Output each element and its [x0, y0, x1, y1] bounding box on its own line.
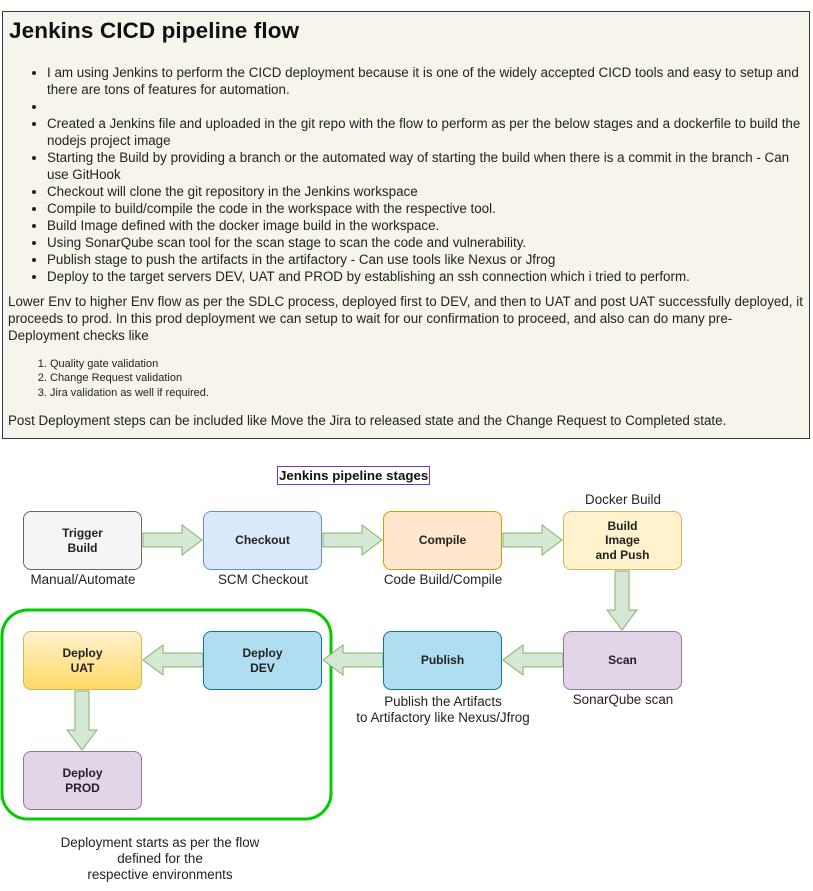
bullet-item: Checkout will clone the git repository i…: [47, 183, 807, 200]
arrow-build-to-scan: [606, 570, 638, 631]
check-item: Jira validation as well if required.: [50, 386, 209, 400]
bullet-item: Compile to build/compile the code in the…: [47, 200, 807, 217]
node-scan: Scan: [563, 631, 682, 690]
bullet-item: Using SonarQube scan tool for the scan s…: [47, 234, 807, 251]
checks-list: Quality gate validation Change Request v…: [50, 357, 209, 400]
check-item: Quality gate validation: [50, 357, 209, 371]
caption-checkout: SCM Checkout: [217, 572, 309, 587]
caption-build-image: Docker Build: [585, 492, 661, 507]
diagram-title: Jenkins pipeline stages: [277, 466, 431, 485]
bullet-item: Deploy to the target servers DEV, UAT an…: [47, 268, 807, 285]
bullet-item: Publish stage to push the artifacts in t…: [47, 251, 807, 268]
caption-compile: Code Build/Compile: [383, 572, 503, 587]
page-title: Jenkins CICD pipeline flow: [9, 18, 300, 43]
arrow-publish-to-dev: [322, 644, 384, 676]
caption-publish: Publish the Artifacts to Artifactory lik…: [356, 694, 530, 725]
bullet-list: I am using Jenkins to perform the CICD d…: [47, 64, 807, 285]
arrow-scan-to-publish: [502, 644, 564, 676]
caption-scan: SonarQube scan: [572, 692, 674, 707]
arrow-checkout-to-compile: [322, 524, 383, 556]
check-item: Change Request validation: [50, 371, 209, 385]
description-note: Jenkins CICD pipeline flow I am using Je…: [2, 11, 810, 439]
node-build-image: Build Image and Push: [563, 511, 682, 570]
node-publish: Publish: [383, 631, 502, 690]
deployment-group-border: [0, 608, 333, 821]
node-trigger-build: Trigger Build: [23, 511, 142, 570]
caption-trigger: Manual/Automate: [30, 572, 136, 587]
node-deploy-uat: Deploy UAT: [23, 631, 142, 690]
arrow-dev-to-uat: [142, 644, 204, 676]
node-deploy-dev: Deploy DEV: [203, 631, 322, 690]
node-compile: Compile: [383, 511, 502, 570]
bullet-item: I am using Jenkins to perform the CICD d…: [47, 64, 807, 98]
arrow-compile-to-build: [502, 524, 563, 556]
node-checkout: Checkout: [203, 511, 322, 570]
arrow-trigger-to-checkout: [142, 524, 203, 556]
arrow-layer: [66, 524, 638, 751]
post-deployment-paragraph: Post Deployment steps can be included li…: [8, 413, 727, 428]
arrow-uat-to-prod: [66, 690, 98, 751]
caption-deployment-group: Deployment starts as per the flow define…: [60, 835, 260, 882]
bullet-item: Starting the Build by providing a branch…: [47, 149, 807, 183]
bullet-item: Build Image defined with the docker imag…: [47, 217, 807, 234]
sdlc-paragraph: Lower Env to higher Env flow as per the …: [8, 294, 803, 343]
node-deploy-prod: Deploy PROD: [23, 751, 142, 810]
bullet-item: Created a Jenkins file and uploaded in t…: [47, 115, 807, 149]
